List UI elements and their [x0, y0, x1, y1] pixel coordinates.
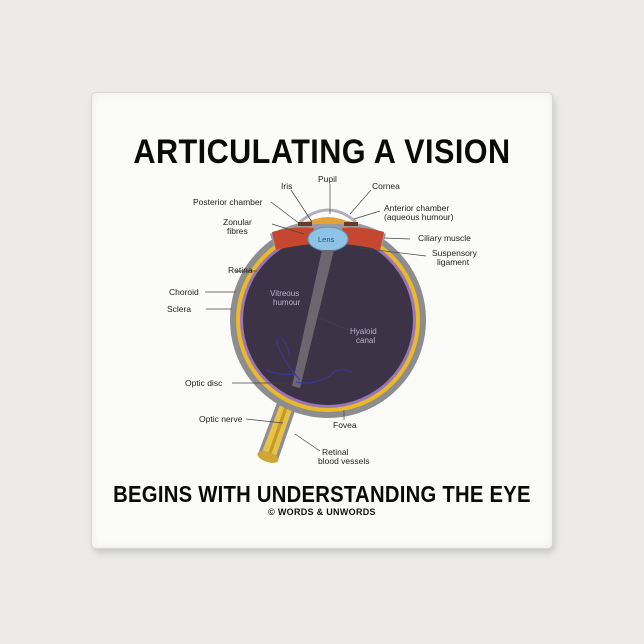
- label-anterior-chamber-2: (aqueous humour): [384, 212, 454, 222]
- label-pupil: Pupil: [318, 174, 337, 184]
- label-hyaloid-2: canal: [356, 336, 375, 345]
- label-cornea: Cornea: [372, 181, 400, 191]
- label-zonular-1: Zonular: [223, 217, 252, 227]
- label-retinal-1: Retinal: [322, 447, 349, 457]
- label-hyaloid-1: Hyaloid: [350, 327, 377, 336]
- label-lens: Lens: [318, 235, 335, 244]
- eyeball: [230, 208, 426, 418]
- label-sclera: Sclera: [167, 304, 191, 314]
- label-ciliary-muscle: Ciliary muscle: [418, 233, 471, 243]
- headline-bottom: BEGINS WITH UNDERSTANDING THE EYE: [113, 481, 531, 507]
- label-vitreous-2: humour: [273, 298, 300, 307]
- label-fovea: Fovea: [333, 420, 357, 430]
- label-zonular-2: fibres: [227, 226, 248, 236]
- label-vitreous-1: Vitreous: [270, 289, 299, 298]
- copyright-notice: © WORDS & UNWORDS: [268, 507, 376, 517]
- label-choroid: Choroid: [169, 287, 199, 297]
- headline-top: ARTICULATING A VISION: [133, 133, 511, 171]
- leader-lines: [205, 184, 427, 452]
- label-optic-nerve: Optic nerve: [199, 414, 243, 424]
- label-retina: Retina: [228, 265, 253, 275]
- label-iris: Iris: [281, 181, 292, 191]
- label-retinal-2: blood vessels: [318, 456, 370, 466]
- label-suspensory-1: Suspensory: [432, 248, 478, 258]
- label-anterior-chamber-1: Anterior chamber: [384, 203, 449, 213]
- label-optic-disc: Optic disc: [185, 378, 223, 388]
- label-posterior-chamber: Posterior chamber: [193, 197, 263, 207]
- label-suspensory-2: ligament: [437, 257, 470, 267]
